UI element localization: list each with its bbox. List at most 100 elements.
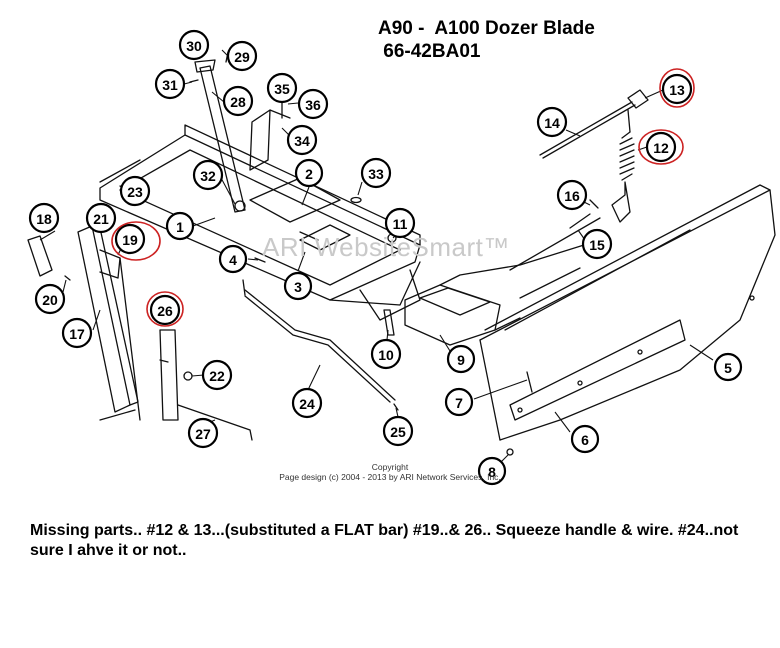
- callout-number: 32: [200, 168, 216, 184]
- callout-circle: [713, 352, 743, 382]
- callout-circle: [34, 283, 66, 315]
- callout-number: 28: [230, 94, 246, 110]
- blade-drawing: [479, 184, 776, 441]
- callout-16: 16: [556, 179, 588, 211]
- callout-number: 7: [455, 395, 463, 411]
- callout-number: 20: [42, 292, 58, 308]
- rod-14-drawing: [539, 101, 636, 159]
- callout-number: 17: [69, 326, 85, 342]
- callout-circle: [149, 294, 181, 326]
- missing-parts-note: Missing parts.. #12 & 13...(substituted …: [30, 522, 739, 559]
- callout-number: 15: [589, 237, 605, 253]
- callout-20: 20: [34, 283, 66, 315]
- callout-circle: [294, 158, 324, 188]
- callout-2: 2: [294, 158, 324, 188]
- highlight-ring: [638, 129, 684, 165]
- callout-22: 22: [201, 359, 233, 391]
- callout-circle: [382, 415, 414, 447]
- callout-number: 4: [229, 252, 237, 268]
- callout-number: 22: [209, 368, 225, 384]
- callout-circle: [661, 73, 693, 105]
- callout-circle: [218, 244, 248, 274]
- callout-number: 31: [162, 77, 178, 93]
- callout-36: 36: [297, 88, 329, 120]
- callout-circle: [28, 202, 60, 234]
- callout-number: 29: [234, 49, 250, 65]
- callout-number: 3: [294, 279, 302, 295]
- callout-number: 9: [457, 352, 465, 368]
- callout-number: 33: [368, 166, 384, 182]
- lever-drawing: [194, 59, 246, 213]
- callout-27: 27: [187, 417, 219, 449]
- callout-circle: [283, 271, 313, 301]
- callout-number: 14: [544, 115, 560, 131]
- callout-circle: [165, 211, 195, 241]
- callout-circle: [384, 207, 416, 239]
- callout-circle: [360, 157, 392, 189]
- callout-number: 11: [393, 216, 408, 232]
- callout-7: 7: [444, 387, 474, 417]
- callout-13: 13: [659, 68, 695, 108]
- callout-circle: [446, 344, 476, 374]
- callout-17: 17: [61, 317, 93, 349]
- callout-6: 6: [570, 424, 600, 454]
- callout-number: 13: [669, 82, 685, 98]
- callout-18: 18: [28, 202, 60, 234]
- callout-circle: [61, 317, 93, 349]
- rod-24-drawing: [242, 279, 396, 403]
- callout-number: 1: [176, 219, 184, 235]
- highlight-ring: [659, 68, 695, 108]
- callout-circle: [226, 40, 258, 72]
- callout-10: 10: [370, 338, 402, 370]
- callout-35: 35: [266, 72, 298, 104]
- callout-9: 9: [446, 344, 476, 374]
- callout-circle: [85, 202, 117, 234]
- callout-circle: [297, 88, 329, 120]
- callout-34: 34: [286, 124, 318, 156]
- callout-number: 12: [653, 140, 669, 156]
- callout-circle: [192, 159, 224, 191]
- callout-circle: [570, 424, 600, 454]
- callout-circle: [370, 338, 402, 370]
- bracket-drawing: [249, 99, 291, 171]
- callout-number: 16: [564, 188, 580, 204]
- callout-number: 30: [186, 38, 202, 54]
- callout-number: 10: [378, 347, 394, 363]
- callout-circle: [645, 131, 677, 163]
- parts-diagram: 1234567891011121314151617181920212223242…: [27, 29, 776, 486]
- callout-12: 12: [638, 129, 684, 165]
- watermark: ARI WebsiteSmart™: [262, 232, 510, 262]
- callout-circle: [154, 68, 186, 100]
- callout-number: 6: [581, 432, 589, 448]
- callout-8: 8: [477, 456, 507, 486]
- callout-circle: [581, 228, 613, 260]
- callout-circle: [536, 106, 568, 138]
- callout-33: 33: [360, 157, 392, 189]
- callout-4: 4: [218, 244, 248, 274]
- callout-number: 23: [127, 184, 143, 200]
- mount-9-drawing: [404, 239, 601, 346]
- main-frame-drawing: [99, 124, 421, 321]
- callout-28: 28: [222, 85, 254, 117]
- callout-29: 29: [226, 40, 258, 72]
- leader-lines: [39, 49, 714, 472]
- callout-number: 18: [36, 211, 52, 227]
- copyright-line-2: Page design (c) 2004 - 2013 by ARI Netwo…: [279, 472, 501, 482]
- left-upright-drawing: [27, 225, 141, 421]
- callout-11: 11: [384, 207, 416, 239]
- callout-19: 19: [111, 221, 161, 261]
- callout-3: 3: [283, 271, 313, 301]
- callout-number: 5: [724, 360, 732, 376]
- callout-circle: [444, 387, 474, 417]
- callout-14: 14: [536, 106, 568, 138]
- callout-1: 1: [165, 211, 195, 241]
- callout-30: 30: [178, 29, 210, 61]
- spring-drawing: [611, 89, 649, 223]
- callout-number: 34: [294, 133, 310, 149]
- callout-circle: [291, 387, 323, 419]
- callout-21: 21: [85, 202, 117, 234]
- callout-labels: 1234567891011121314151617181920212223242…: [28, 29, 743, 486]
- copyright-notice: Copyright Page design (c) 2004 - 2013 by…: [250, 462, 530, 482]
- callout-26: 26: [146, 291, 184, 327]
- callout-circle: [187, 417, 219, 449]
